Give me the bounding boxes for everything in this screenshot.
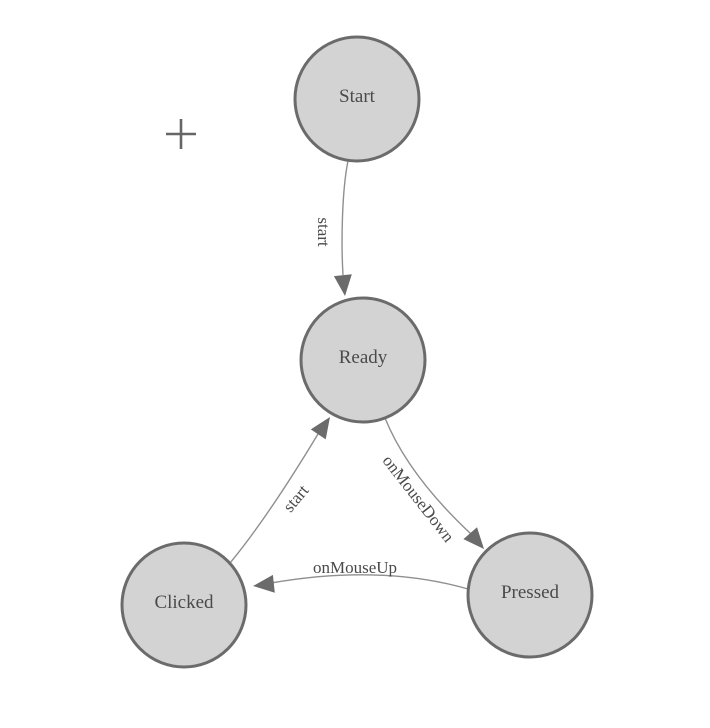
state-node-start[interactable]: Start	[293, 35, 421, 163]
state-circle-ready[interactable]	[299, 296, 427, 424]
state-node-pressed[interactable]: Pressed	[466, 531, 594, 659]
transition-edge[interactable]	[229, 433, 319, 564]
arrowhead-icon	[333, 274, 352, 296]
transition-pressed-to-clicked[interactable]: onMouseUp	[253, 558, 469, 593]
state-label: Pressed	[501, 582, 560, 603]
arrowhead-icon	[463, 527, 484, 549]
state-label: Clicked	[154, 592, 214, 613]
transition-ready-to-pressed[interactable]: onMouseDown	[379, 417, 484, 549]
state-node-ready[interactable]: Ready	[299, 296, 427, 424]
transition-clicked-to-ready[interactable]: start	[229, 417, 330, 564]
state-circle-start[interactable]	[293, 35, 421, 163]
arrowhead-icon	[310, 417, 330, 440]
transition-label[interactable]: onMouseUp	[313, 558, 397, 577]
state-label: Start	[339, 86, 376, 107]
transition-label[interactable]: start	[279, 481, 313, 516]
state-node-clicked[interactable]: Clicked	[120, 541, 248, 669]
transition-edge[interactable]	[270, 574, 469, 590]
transition-label[interactable]: onMouseDown	[379, 451, 459, 546]
state-circle-clicked[interactable]	[120, 541, 248, 669]
crosshair-cursor-icon	[166, 119, 196, 149]
transition-label[interactable]: start	[314, 217, 333, 247]
transition-start-to-ready[interactable]: start	[314, 160, 352, 296]
state-circle-pressed[interactable]	[466, 531, 594, 659]
transition-edge[interactable]	[384, 417, 472, 535]
arrowhead-icon	[253, 574, 275, 593]
transition-edge[interactable]	[341, 160, 349, 276]
state-label: Ready	[339, 347, 388, 368]
